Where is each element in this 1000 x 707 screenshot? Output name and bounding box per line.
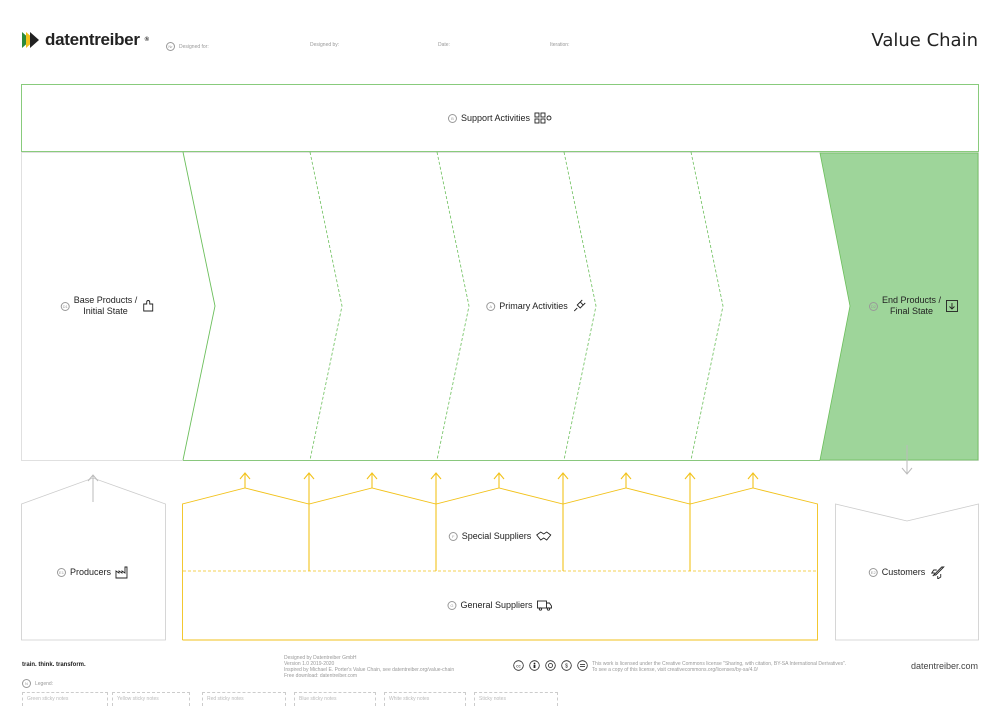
base-products-label: D1 Base Products / Initial State bbox=[60, 295, 156, 317]
primary-chevron-1 bbox=[309, 151, 343, 461]
end-products-text-1: End Products / bbox=[881, 295, 942, 305]
support-activities-number: B bbox=[447, 113, 457, 123]
credit-line-3: Inspired by Michael E. Porter's Value Ch… bbox=[284, 667, 455, 673]
legend-item-green[interactable]: Green sticky notes bbox=[22, 692, 108, 706]
general-suppliers-label: G General Suppliers bbox=[447, 599, 552, 611]
designed-for-label: Designed for: bbox=[179, 43, 209, 50]
license-icons: cc $ bbox=[513, 660, 588, 671]
puzzle-piece-icon bbox=[142, 300, 153, 312]
primary-chevron-2 bbox=[436, 151, 470, 461]
special-suppliers-label: F Special Suppliers bbox=[448, 530, 552, 542]
factory-icon bbox=[115, 566, 128, 579]
noncommercial-icon: $ bbox=[561, 660, 572, 671]
brand-mark: ® bbox=[144, 37, 149, 43]
iteration-field[interactable]: Iteration: bbox=[550, 42, 569, 48]
date-field[interactable]: Date: bbox=[438, 42, 450, 48]
producers-label: E1 Producers bbox=[56, 565, 129, 579]
special-suppliers-zigzag[interactable] bbox=[182, 487, 818, 641]
support-activities-text: Support Activities bbox=[460, 113, 531, 123]
designed-by-label: Designed by: bbox=[310, 42, 340, 48]
special-suppliers-number: F bbox=[448, 531, 458, 541]
designed-by-field[interactable]: Designed by: bbox=[310, 42, 339, 48]
support-activities-area[interactable] bbox=[21, 84, 979, 152]
legend-item-blue[interactable]: Blue sticky notes bbox=[294, 692, 376, 706]
date-label: Date: bbox=[438, 42, 450, 48]
credits-block: Designed by Datentreiber GmbH Version 1.… bbox=[284, 655, 454, 679]
brand-name: datentreiber bbox=[45, 30, 140, 49]
primary-activities-number: A bbox=[486, 301, 496, 311]
legend-label: Legend: bbox=[35, 680, 54, 687]
customers-label: E2 Customers bbox=[868, 565, 946, 579]
special-suppliers-text: Special Suppliers bbox=[461, 531, 532, 541]
power-plug-icon bbox=[573, 299, 586, 312]
cc-icon: cc bbox=[513, 660, 524, 671]
primary-chevron-3 bbox=[563, 151, 597, 461]
primary-activities-label: A Primary Activities bbox=[486, 299, 586, 313]
license-line-2: To see a copy of this license, visit cre… bbox=[592, 667, 758, 673]
customers-arrow-head bbox=[901, 467, 913, 475]
credit-line-2: Version 1.0 2019-2020 bbox=[284, 661, 335, 667]
brand-logo: datentreiber ® bbox=[22, 30, 149, 50]
customers-text: Customers bbox=[881, 567, 926, 577]
license-line-1: This work is licensed under the Creative… bbox=[592, 661, 847, 667]
attribution-icon bbox=[529, 660, 540, 671]
legend-item-red[interactable]: Red sticky notes bbox=[202, 692, 286, 706]
rocket-icon bbox=[930, 566, 945, 579]
legend-item-yellow[interactable]: Yellow sticky notes bbox=[112, 692, 190, 706]
canvas-title: Value Chain bbox=[871, 30, 978, 51]
brand-url[interactable]: datentreiber.com bbox=[910, 661, 978, 671]
derivatives-icon bbox=[577, 660, 588, 671]
support-activities-label: B Support Activities bbox=[447, 112, 552, 124]
delivery-truck-icon bbox=[537, 600, 552, 611]
base-products-boundary bbox=[182, 151, 216, 461]
general-suppliers-text: General Suppliers bbox=[460, 600, 533, 610]
credit-line-4: Free download: datentreiber.com bbox=[284, 673, 358, 679]
general-suppliers-number: G bbox=[447, 600, 457, 610]
brand-tagline: train. think. transform. bbox=[22, 662, 86, 668]
datentreiber-logo-icon bbox=[22, 32, 39, 48]
supplier-arrows bbox=[239, 472, 759, 571]
base-products-text-2: Initial State bbox=[83, 306, 128, 316]
meta-number-badge: Nr bbox=[166, 42, 175, 51]
handshake-icon bbox=[535, 531, 551, 541]
legend-number: N bbox=[22, 679, 31, 688]
base-products-text-1: Base Products / bbox=[73, 295, 138, 305]
producers-arrow-head bbox=[87, 474, 99, 482]
end-products-area[interactable] bbox=[819, 152, 979, 461]
legend-item-white[interactable]: White sticky notes bbox=[384, 692, 466, 706]
end-products-label: D2 End Products / Final State bbox=[868, 295, 959, 317]
license-text: This work is licensed under the Creative… bbox=[592, 661, 846, 673]
legend-heading: N Legend: bbox=[22, 679, 53, 688]
credit-line-1: Designed by Datentreiber GmbH bbox=[284, 655, 357, 661]
producers-text: Producers bbox=[69, 567, 112, 577]
producers-area[interactable] bbox=[21, 477, 166, 641]
iteration-label: Iteration: bbox=[550, 42, 570, 48]
package-box-icon bbox=[946, 300, 958, 312]
primary-chevron-4 bbox=[690, 151, 724, 461]
svg-text:cc: cc bbox=[516, 663, 521, 668]
process-nodes-icon bbox=[534, 112, 552, 124]
end-products-text-2: Final State bbox=[889, 306, 934, 316]
share-alike-icon bbox=[545, 660, 556, 671]
legend-item-other[interactable]: Sticky notes bbox=[474, 692, 558, 706]
customers-number: E2 bbox=[868, 567, 878, 577]
primary-activities-text: Primary Activities bbox=[499, 301, 568, 311]
producers-number: E1 bbox=[56, 567, 66, 577]
svg-text:$: $ bbox=[565, 664, 568, 670]
end-products-number: D2 bbox=[868, 301, 878, 311]
designed-for-field[interactable]: Nr Designed for: bbox=[166, 42, 209, 51]
base-products-number: D1 bbox=[60, 301, 70, 311]
customers-area[interactable] bbox=[835, 503, 979, 641]
